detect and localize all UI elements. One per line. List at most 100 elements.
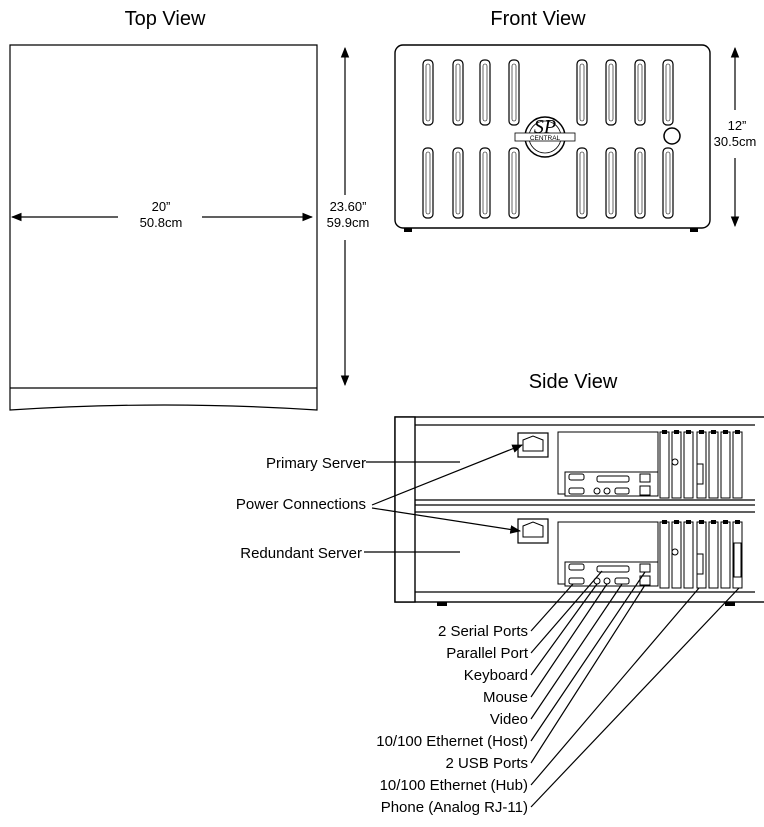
hub-port-block bbox=[696, 553, 704, 575]
serial-port bbox=[568, 487, 585, 495]
vent-slot bbox=[576, 147, 588, 219]
vent-slot bbox=[508, 147, 520, 219]
top-width-dimension: 20” 50.8cm bbox=[10, 199, 314, 230]
server-callouts: Primary Server Power Connections Redunda… bbox=[236, 444, 524, 562]
vent-slot-inner bbox=[455, 151, 461, 215]
vent-slot-inner bbox=[511, 151, 517, 215]
keyboard-port bbox=[593, 487, 601, 495]
vent-slot-inner bbox=[579, 63, 585, 122]
card-bracket-tab bbox=[735, 430, 740, 434]
front-height-dimension: 12” 30.5cm bbox=[714, 46, 757, 228]
power-connections-label: Power Connections bbox=[236, 496, 366, 513]
vent-slot-inner bbox=[425, 63, 431, 122]
video-port bbox=[614, 577, 630, 585]
rj11-port-block bbox=[733, 542, 742, 578]
port-label: 10/100 Ethernet (Host) bbox=[376, 733, 528, 750]
vent-slot bbox=[452, 147, 464, 219]
mouse-port bbox=[603, 487, 611, 495]
vent-slot-inner bbox=[637, 151, 643, 215]
vent-slot-inner bbox=[482, 151, 488, 215]
port-leader-line bbox=[530, 587, 700, 786]
vent-slot bbox=[422, 59, 434, 126]
port-label: Parallel Port bbox=[446, 645, 529, 662]
power-button[interactable] bbox=[663, 127, 681, 145]
card-bracket-tab bbox=[662, 430, 667, 434]
primary-server-label: Primary Server bbox=[266, 455, 366, 472]
port-label: Mouse bbox=[483, 689, 528, 706]
card-bracket-tab bbox=[699, 520, 704, 524]
vent-slot bbox=[634, 59, 646, 126]
vent-slot bbox=[422, 147, 434, 219]
ethernet-host-port bbox=[639, 563, 651, 573]
expansion-card bbox=[720, 521, 731, 589]
expansion-card bbox=[708, 521, 719, 589]
expansion-card bbox=[720, 431, 731, 499]
port-label: Video bbox=[490, 711, 528, 728]
expansion-card bbox=[659, 431, 670, 499]
ethernet-host-port bbox=[639, 473, 651, 483]
vent-slot bbox=[508, 59, 520, 126]
top-view-cabinet bbox=[9, 44, 318, 411]
redundant-server-unit bbox=[517, 518, 659, 587]
vent-slot-inner bbox=[608, 63, 614, 122]
card-bracket-tab bbox=[686, 430, 691, 434]
logo-ring-text: CENTRAL bbox=[530, 135, 561, 142]
serial-port bbox=[568, 577, 585, 585]
hub-port-block bbox=[696, 463, 704, 485]
port-label: 2 USB Ports bbox=[445, 755, 528, 772]
port-leader-line bbox=[530, 587, 740, 808]
port-leader-line bbox=[530, 583, 598, 676]
vent-slot-inner bbox=[637, 63, 643, 122]
expansion-card bbox=[683, 521, 694, 589]
card-bracket-tab bbox=[699, 430, 704, 434]
top-depth-inches: 23.60” bbox=[330, 199, 367, 214]
front-height-inches: 12” bbox=[728, 118, 747, 133]
side-view-title: Side View bbox=[529, 371, 618, 393]
card-bracket-tab bbox=[674, 520, 679, 524]
port-leader-line bbox=[530, 584, 646, 764]
top-depth-cm: 59.9cm bbox=[327, 215, 370, 230]
expansion-card-slots bbox=[659, 430, 743, 589]
port-leader-line bbox=[530, 570, 603, 654]
expansion-card bbox=[732, 431, 743, 499]
expansion-card bbox=[683, 431, 694, 499]
sp-central-logo: CENTRAL SP bbox=[514, 116, 576, 158]
video-port bbox=[614, 487, 630, 495]
vent-slot bbox=[605, 59, 617, 126]
expansion-card bbox=[708, 431, 719, 499]
front-view-title: Front View bbox=[490, 8, 586, 30]
vent-slot-inner bbox=[665, 151, 671, 215]
usb-ports bbox=[639, 485, 651, 496]
top-view-title: Top View bbox=[125, 8, 206, 30]
vent-slot bbox=[605, 147, 617, 219]
card-bracket-tab bbox=[711, 520, 716, 524]
port-label: 10/100 Ethernet (Hub) bbox=[380, 777, 528, 794]
top-depth-dimension: 23.60” 59.9cm bbox=[327, 46, 370, 387]
front-vent-slots bbox=[422, 59, 674, 219]
parallel-port bbox=[596, 475, 630, 483]
top-width-cm: 50.8cm bbox=[140, 215, 183, 230]
vent-slot bbox=[479, 147, 491, 219]
card-bracket-tab bbox=[723, 430, 728, 434]
port-leader-line bbox=[530, 571, 646, 742]
top-width-inches: 20” bbox=[152, 199, 171, 214]
vent-slot bbox=[479, 59, 491, 126]
card-bracket-tab bbox=[723, 520, 728, 524]
port-label: Phone (Analog RJ-11) bbox=[381, 799, 528, 816]
card-bracket-tab bbox=[686, 520, 691, 524]
port-leader-line bbox=[530, 583, 608, 698]
card-bracket-tab bbox=[662, 520, 667, 524]
vent-slot bbox=[662, 147, 674, 219]
port-label: Keyboard bbox=[464, 667, 528, 684]
front-height-cm: 30.5cm bbox=[714, 134, 757, 149]
port-leader-line bbox=[530, 583, 623, 720]
vent-slot-inner bbox=[608, 151, 614, 215]
vent-slot-inner bbox=[482, 63, 488, 122]
vent-slot bbox=[576, 59, 588, 126]
vent-slot-inner bbox=[511, 63, 517, 122]
rear-port-panels bbox=[568, 473, 651, 586]
serial-port bbox=[568, 563, 585, 571]
vent-slot-inner bbox=[425, 151, 431, 215]
phone-jack bbox=[671, 548, 679, 556]
